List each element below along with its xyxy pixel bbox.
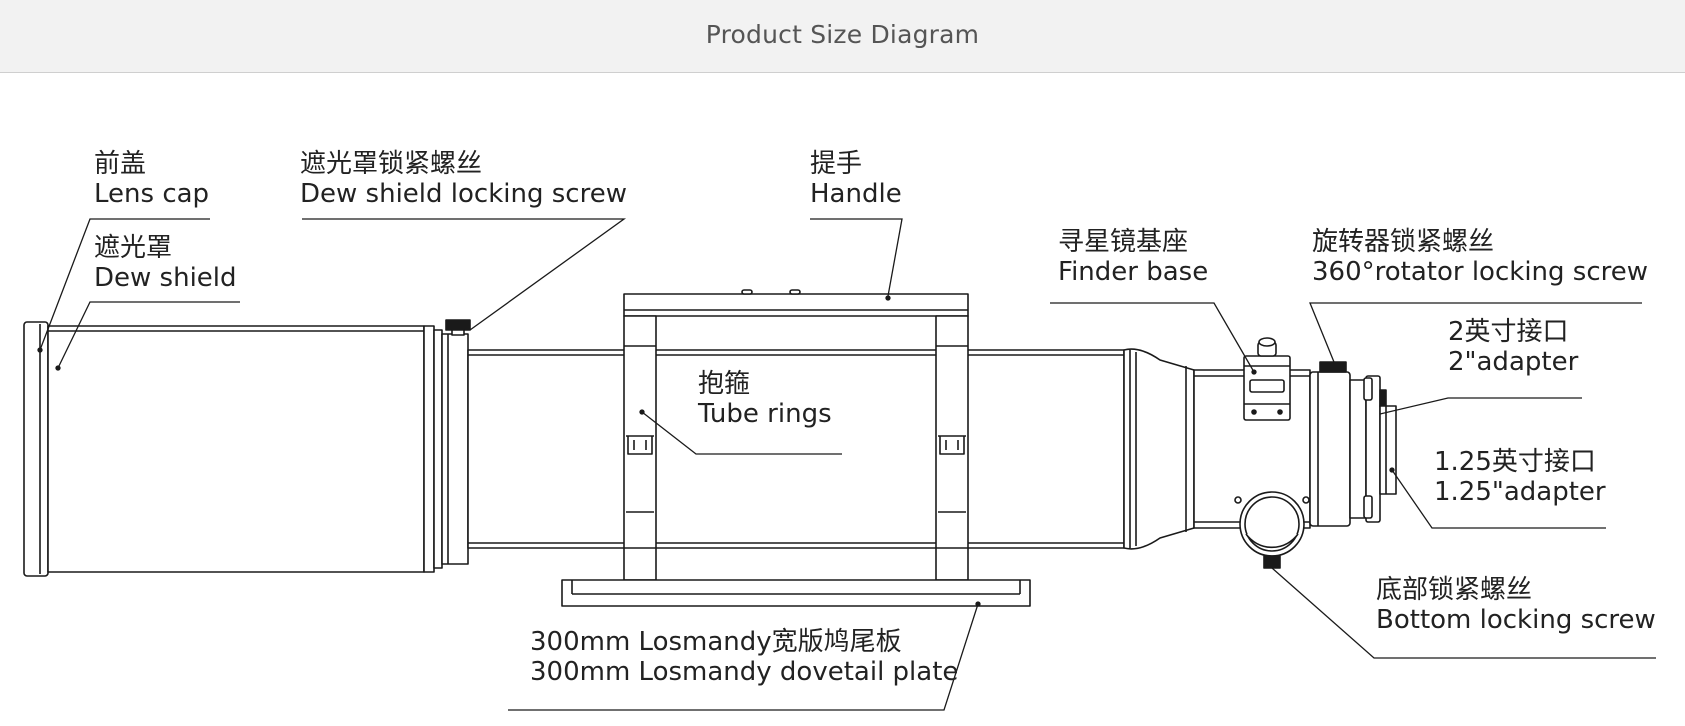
page-header: Product Size Diagram [0, 0, 1685, 73]
tube-ring-left [623, 315, 657, 581]
adapter-2inch-part [1363, 375, 1387, 523]
adapter-125inch-part [1379, 405, 1397, 495]
rotator-part [1309, 361, 1367, 527]
telescope-diagram: 前盖 Lens cap 遮光罩 Dew shield 遮光罩锁紧螺丝 Dew s… [0, 73, 1685, 726]
callout-125inch-adapter: 1.25英寸接口 1.25"adapter [1434, 447, 1606, 507]
callout-handle: 提手 Handle [810, 149, 902, 209]
main-tube-part [467, 349, 1125, 549]
tube-ring-right [935, 315, 969, 581]
callout-2inch-adapter-cn: 2英寸接口 [1448, 317, 1569, 347]
page-title: Product Size Diagram [705, 20, 980, 49]
callout-125inch-adapter-cn: 1.25英寸接口 [1434, 447, 1596, 477]
telescope-drawing [23, 218, 1656, 711]
callout-125inch-adapter-en: 1.25"adapter [1434, 477, 1606, 507]
callout-dovetail: 300mm Losmandy宽版鸠尾板 300mm Losmandy dovet… [530, 627, 958, 687]
callout-dew-shield-screw-en: Dew shield locking screw [300, 179, 627, 209]
callout-rotator-screw-en: 360°rotator locking screw [1312, 257, 1649, 287]
callout-2inch-adapter-en: 2"adapter [1448, 347, 1579, 377]
callout-dovetail-en: 300mm Losmandy dovetail plate [530, 657, 959, 687]
callout-dew-shield: 遮光罩 Dew shield [94, 233, 237, 293]
dew-shield-part [47, 325, 469, 573]
callout-handle-en: Handle [810, 179, 902, 209]
callout-lens-cap-cn: 前盖 [94, 149, 147, 179]
callout-lens-cap-en: Lens cap [94, 179, 210, 209]
callout-rotator-screw-cn: 旋转器锁紧螺丝 [1312, 227, 1495, 257]
lens-cap-part [23, 321, 49, 577]
callout-dew-shield-cn: 遮光罩 [94, 233, 173, 263]
callout-dovetail-cn: 300mm Losmandy宽版鸠尾板 [530, 627, 902, 657]
callout-rotator-screw: 旋转器锁紧螺丝 360°rotator locking screw [1312, 227, 1648, 287]
callout-2inch-adapter: 2英寸接口 2"adapter [1448, 317, 1578, 377]
callout-tube-rings-en: Tube rings [698, 399, 832, 429]
callout-finder-base-cn: 寻星镜基座 [1058, 227, 1189, 257]
callout-handle-cn: 提手 [810, 149, 863, 179]
callout-lens-cap: 前盖 Lens cap [94, 149, 209, 209]
bottom-knob-part [1234, 491, 1310, 569]
callout-finder-base-en: Finder base [1058, 257, 1209, 287]
callout-bottom-screw-en: Bottom locking screw [1376, 605, 1656, 635]
dew-shield-screw-part [445, 319, 471, 336]
finder-base-part [1243, 337, 1291, 421]
dovetail-plate-part [561, 579, 1031, 607]
leader-lines [37, 218, 1656, 711]
callout-dew-shield-screw: 遮光罩锁紧螺丝 Dew shield locking screw [300, 149, 627, 209]
callout-dew-shield-screw-cn: 遮光罩锁紧螺丝 [300, 149, 483, 179]
callout-tube-rings: 抱箍 Tube rings [698, 369, 832, 429]
callout-tube-rings-cn: 抱箍 [698, 369, 751, 399]
callout-dew-shield-en: Dew shield [94, 263, 237, 293]
callout-bottom-screw-cn: 底部锁紧螺丝 [1376, 575, 1533, 605]
callout-finder-base: 寻星镜基座 Finder base [1058, 227, 1208, 287]
callout-bottom-screw: 底部锁紧螺丝 Bottom locking screw [1376, 575, 1656, 635]
